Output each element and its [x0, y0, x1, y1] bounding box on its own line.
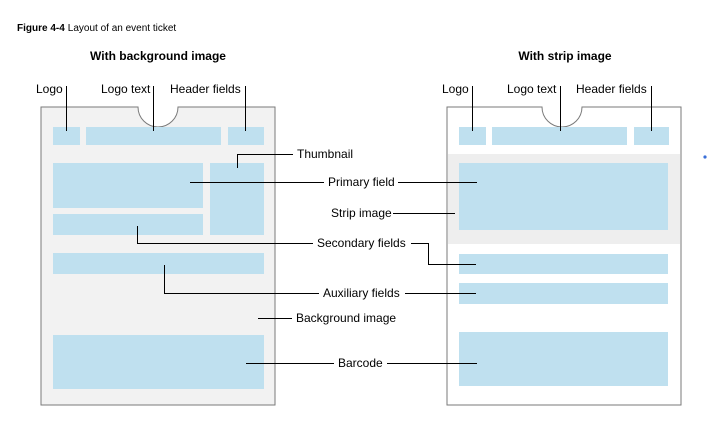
left-logo-label: Logo [36, 82, 63, 96]
secondary-fields-label: Secondary fields [317, 236, 406, 250]
right-logo-text-label: Logo text [507, 82, 557, 96]
left-logo-text-label: Logo text [101, 82, 151, 96]
right-header-fields-box [634, 127, 669, 145]
right-header-fields-label: Header fields [576, 82, 647, 96]
left-header-fields-box [228, 127, 264, 145]
secondary-fields-leader-left [137, 226, 313, 244]
left-header-fields-label: Header fields [170, 82, 241, 96]
right-logo-label: Logo [442, 82, 469, 96]
left-logo-text-box [86, 127, 221, 145]
background-image-label: Background image [296, 311, 396, 325]
secondary-fields-leader-right [411, 243, 476, 265]
accent-dot [703, 155, 707, 159]
right-ticket-title: With strip image [518, 49, 612, 63]
right-strip-image-box [459, 163, 668, 230]
right-logo-box [459, 127, 486, 145]
thumbnail-leader [237, 154, 293, 168]
left-ticket-title: With background image [90, 49, 226, 63]
right-logo-text-box [492, 127, 627, 145]
left-secondary-fields-box [53, 214, 203, 235]
left-auxiliary-fields-box [53, 253, 264, 274]
right-auxiliary-fields-box [459, 283, 668, 304]
left-barcode-box [53, 335, 264, 389]
right-barcode-box [459, 332, 668, 386]
left-ticket [40, 106, 276, 406]
right-secondary-fields-box [459, 254, 668, 274]
primary-field-label: Primary field [328, 175, 395, 189]
right-ticket [446, 106, 682, 406]
auxiliary-fields-label: Auxiliary fields [323, 286, 400, 300]
left-logo-box [53, 127, 80, 145]
figure-caption-text: Layout of an event ticket [67, 23, 177, 34]
auxiliary-fields-leader-left [164, 265, 319, 294]
left-primary-field-box [53, 163, 203, 208]
strip-image-label: Strip image [331, 206, 392, 220]
left-thumbnail-box [210, 163, 264, 235]
figure-number: Figure 4-4 [17, 23, 65, 34]
barcode-label: Barcode [338, 356, 383, 370]
thumbnail-label: Thumbnail [297, 147, 353, 161]
leader-lines [66, 86, 652, 364]
